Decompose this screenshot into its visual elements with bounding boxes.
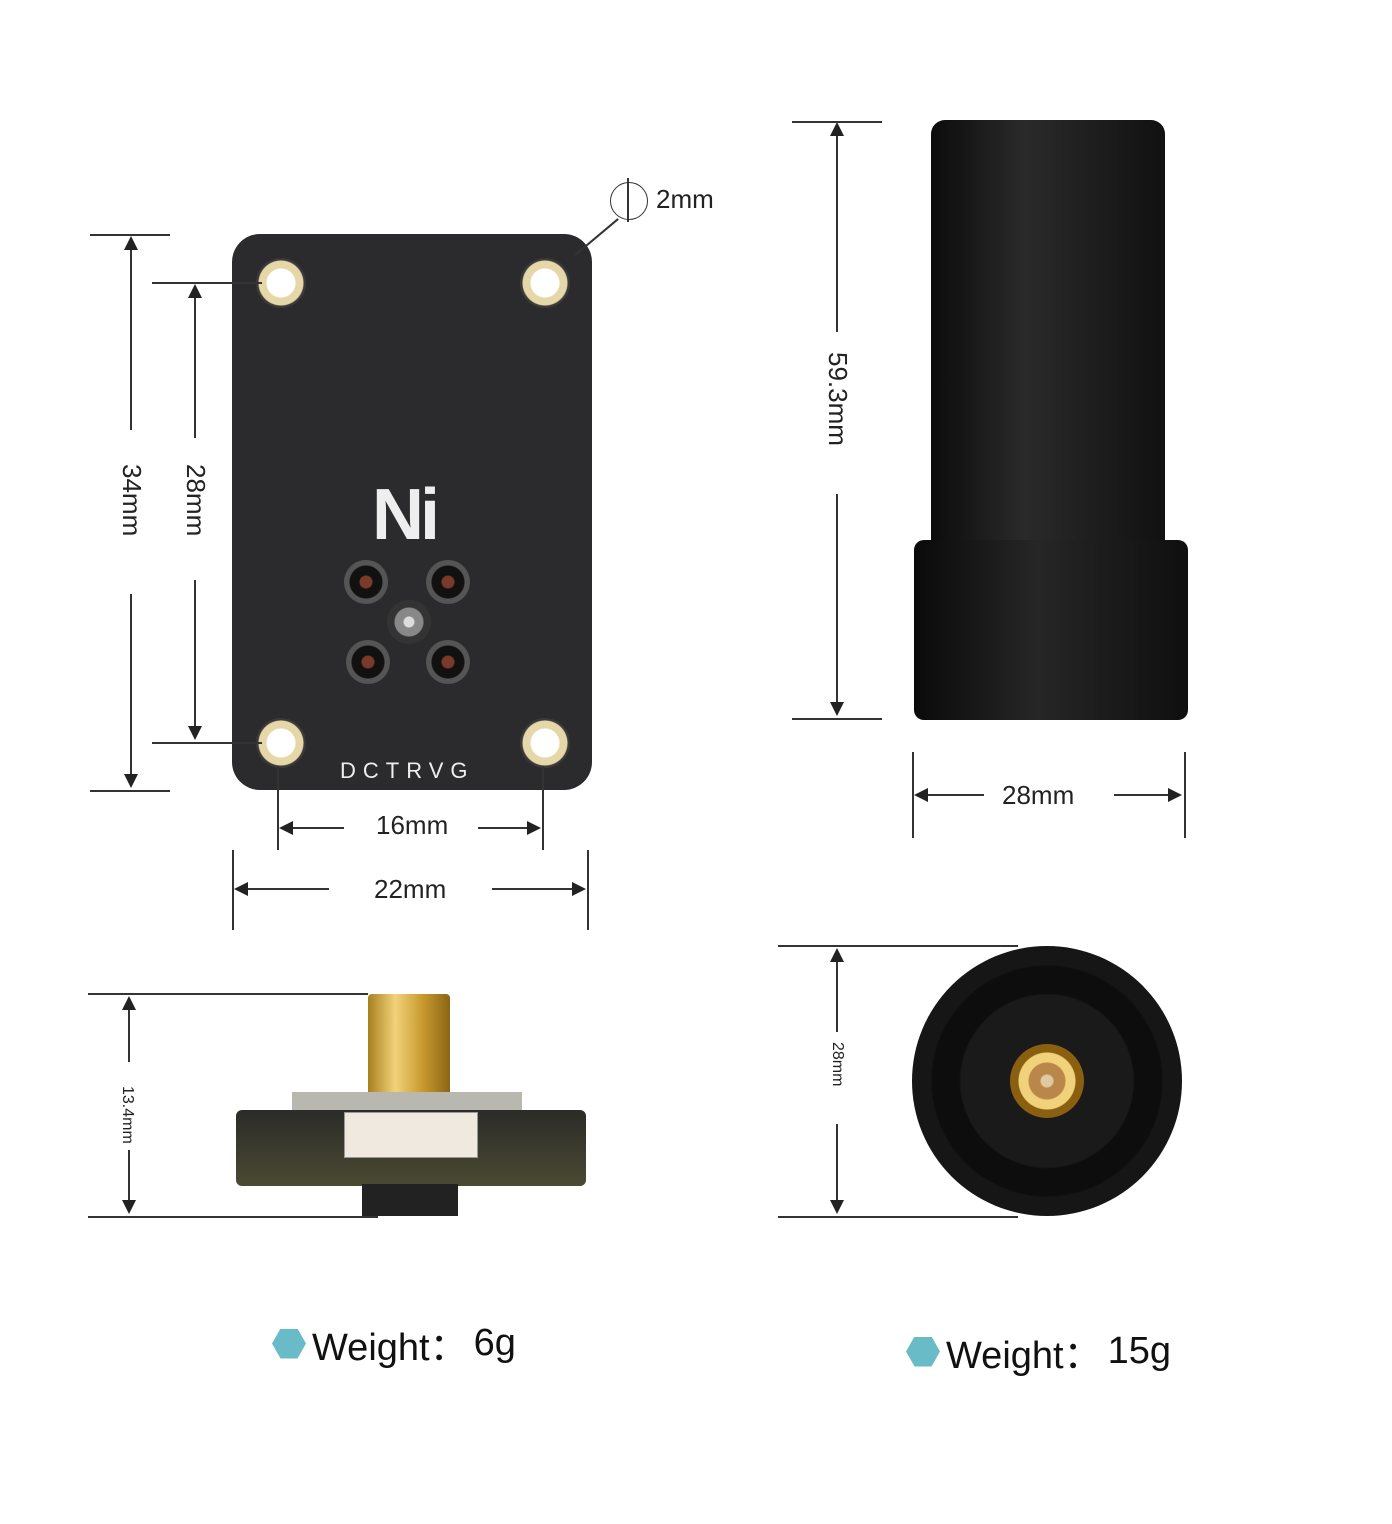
arrow-down-icon [122,1200,136,1214]
mounting-hole [520,258,570,308]
hexagon-bullet-icon [272,1328,306,1359]
arrow-up-icon [830,948,844,962]
dimension-line [130,594,132,784]
dimension-line [128,1000,130,1062]
antenna-width-label: 28mm [1002,780,1075,810]
arrow-down-icon [124,774,138,788]
mounting-hole [520,718,570,768]
dimension-line [128,1150,130,1210]
dimension-line [836,126,838,332]
weight-value: 6g [473,1322,516,1364]
sma-pad [346,640,390,684]
extension-line [792,121,882,123]
extension-line [1184,752,1186,838]
weight-label: Weight： [312,1327,468,1369]
arrow-left-icon [234,882,248,896]
extension-line [792,718,882,720]
extension-line [232,850,234,930]
connector-legs [362,1184,458,1216]
width-outer-label: 22mm [374,874,447,904]
module-weight: Weight： 6g [272,1316,516,1371]
dimension-line [282,827,344,829]
dimension-line [478,827,538,829]
mounting-hole [256,258,306,308]
silkscreen-label: DCTRVG [340,758,475,783]
extension-line [90,790,170,792]
arrow-up-icon [122,996,136,1010]
side-height-label: 13.4mm [119,1086,136,1144]
hole-diameter-label: 2mm [656,184,714,214]
extension-line [277,766,279,850]
dimension-line [836,952,838,1032]
diameter-symbol-icon [610,182,648,220]
dimension-line [836,494,838,712]
dimension-line [237,888,329,890]
sma-pad [344,560,388,604]
weight-label: Weight： [946,1335,1102,1377]
antenna-weight: Weight： 15g [906,1324,1171,1379]
extension-line [88,1216,378,1218]
height-inner-label: 28mm [181,464,211,537]
arrow-right-icon [527,821,541,835]
antenna-diameter-label: 28mm [829,1042,846,1087]
arrow-down-icon [830,702,844,716]
arrow-right-icon [1168,788,1182,802]
arrow-up-icon [188,284,202,298]
sma-center-pin [387,600,431,644]
brand-logo: Ni [372,475,440,555]
extension-line [88,993,368,995]
antenna-base [914,540,1188,720]
dimension-line [918,794,984,796]
dimension-line [130,240,132,430]
extension-line [152,742,262,744]
dimension-line [836,1124,838,1210]
antenna-body [931,120,1165,550]
sma-pad [426,640,470,684]
dimension-line [194,288,196,438]
arrow-right-icon [572,882,586,896]
sma-pad [426,560,470,604]
hexagon-bullet-icon [906,1336,940,1367]
extension-line [778,945,1018,947]
mounting-hole [256,718,306,768]
diameter-symbol-stroke [627,178,629,222]
arrow-up-icon [830,122,844,136]
arrow-left-icon [914,788,928,802]
dimension-line [492,888,584,890]
extension-line [542,766,544,850]
jst-connector [344,1112,478,1158]
pcb-board: Ni DCTRVG [232,234,592,790]
extension-line [90,234,170,236]
extension-line [778,1216,1018,1218]
leader-line [574,218,619,256]
arrow-down-icon [830,1200,844,1214]
antenna-height-label: 59.3mm [823,352,853,446]
dimension-line [194,580,196,736]
arrow-left-icon [279,821,293,835]
arrow-down-icon [188,726,202,740]
weight-value: 15g [1107,1330,1171,1372]
extension-line [912,752,914,838]
height-outer-label: 34mm [117,464,147,537]
width-inner-label: 16mm [376,810,449,840]
extension-line [587,850,589,930]
arrow-up-icon [124,236,138,250]
extension-line [152,282,262,284]
dimension-line [1114,794,1180,796]
sma-jack [1010,1044,1084,1118]
